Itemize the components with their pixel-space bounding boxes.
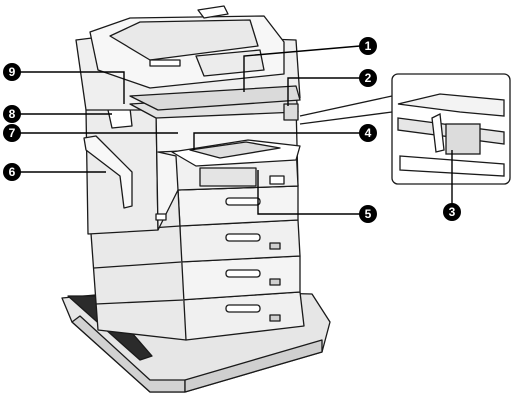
callout-8-label: 8: [9, 107, 16, 121]
leader-line-9: [20, 71, 125, 104]
leader-line-5: [257, 170, 360, 215]
paper-cassette-stack: [177, 175, 305, 341]
callout-1: 1: [359, 37, 377, 55]
callout-3: 3: [443, 203, 461, 221]
detail-inset: [299, 73, 511, 185]
cassette-handle: [225, 304, 261, 313]
callout-1-label: 1: [365, 39, 372, 53]
callout-5: 5: [359, 205, 377, 223]
callouts: 1 2 3 4 5 6 7 8: [3, 37, 461, 223]
inset-connector-bottom: [299, 111, 393, 125]
callout-4: 4: [359, 124, 377, 142]
adf-output: [195, 49, 265, 77]
cassette-handle: [225, 197, 261, 206]
leader-line-4: [193, 132, 360, 150]
cassette-handle: [225, 269, 261, 278]
side-seam: [95, 299, 184, 305]
callout-2: 2: [359, 69, 377, 87]
cassette-handle: [225, 233, 261, 242]
cassette-1: [177, 185, 299, 227]
base-right-lip: [184, 339, 323, 393]
inset-lever: [431, 113, 445, 153]
power-indicator: [155, 213, 167, 221]
callout-4-label: 4: [365, 126, 372, 140]
usb-port-area: [283, 103, 299, 121]
callout-7: 7: [3, 124, 21, 142]
callout-5-label: 5: [365, 207, 372, 221]
inset-latch: [445, 123, 481, 155]
control-panel: [129, 85, 301, 111]
front-cover-latch: [269, 175, 285, 185]
callout-2-label: 2: [365, 71, 372, 85]
printer-illustration: [61, 5, 331, 393]
front-cover-slot: [199, 167, 257, 187]
output-tray-paper: [189, 141, 281, 159]
leader-line-2: [287, 77, 360, 106]
callout-6: 6: [3, 163, 21, 181]
callout-6-label: 6: [9, 165, 16, 179]
leader-line-1: [243, 45, 361, 92]
adf-tray: [109, 19, 259, 61]
cassette-tab: [269, 278, 281, 286]
cassette-tab: [269, 242, 281, 250]
inset-connector-top: [299, 95, 393, 117]
side-seam: [93, 261, 182, 269]
cassette-tab: [269, 314, 281, 322]
side-lever: [83, 135, 133, 209]
callout-8: 8: [3, 105, 21, 123]
adf-top-tab: [197, 5, 229, 19]
callout-3-label: 3: [449, 205, 456, 219]
callout-9: 9: [3, 63, 21, 81]
leader-lines: [20, 45, 453, 215]
inset-top-panel: [397, 93, 505, 117]
side-handle: [107, 107, 133, 129]
callout-7-label: 7: [9, 126, 16, 140]
adf-slot: [149, 59, 181, 67]
callout-9-label: 9: [9, 65, 16, 79]
cassette-3: [179, 255, 301, 301]
